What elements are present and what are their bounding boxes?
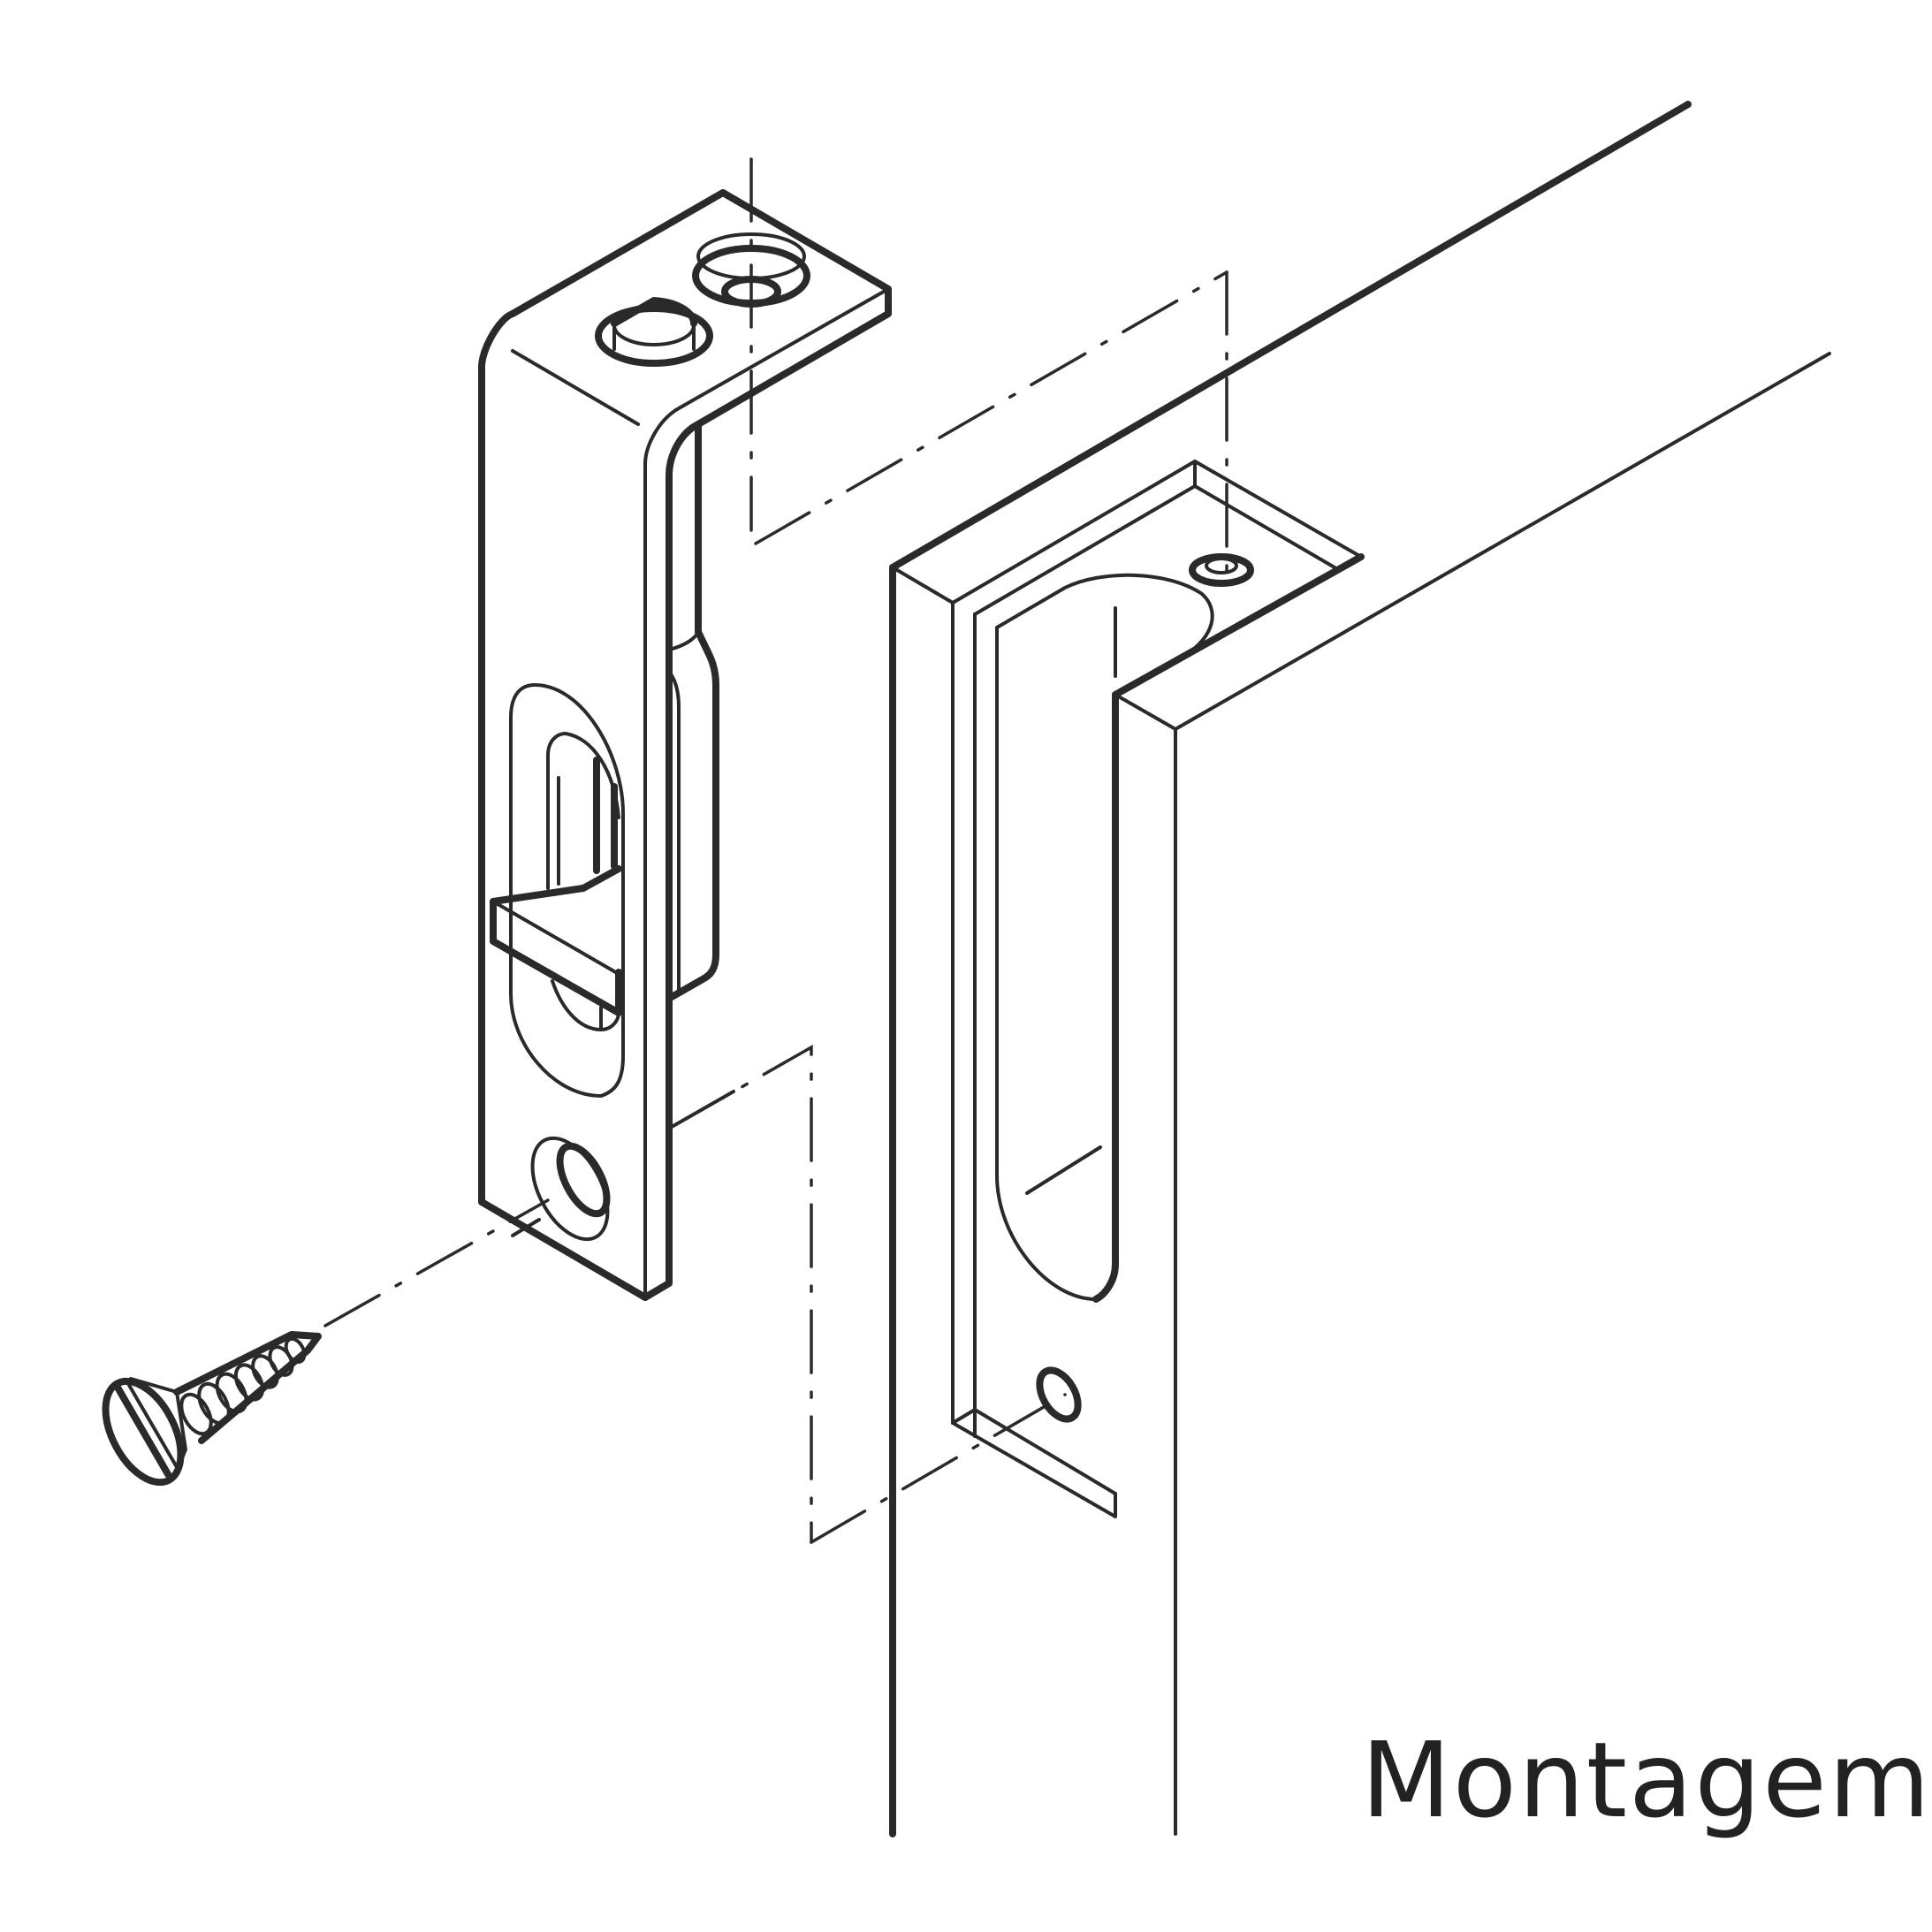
strike-plate-icon bbox=[951, 460, 1365, 1518]
assembly-axis-lines bbox=[323, 157, 1228, 1544]
wood-screw-icon bbox=[102, 1331, 322, 1487]
door-frame-icon bbox=[889, 101, 1831, 1837]
screw-thread-icon bbox=[179, 1336, 307, 1436]
caption-title: Montagem bbox=[1361, 1719, 1932, 1841]
bolt-latch-body-icon bbox=[478, 189, 892, 1301]
